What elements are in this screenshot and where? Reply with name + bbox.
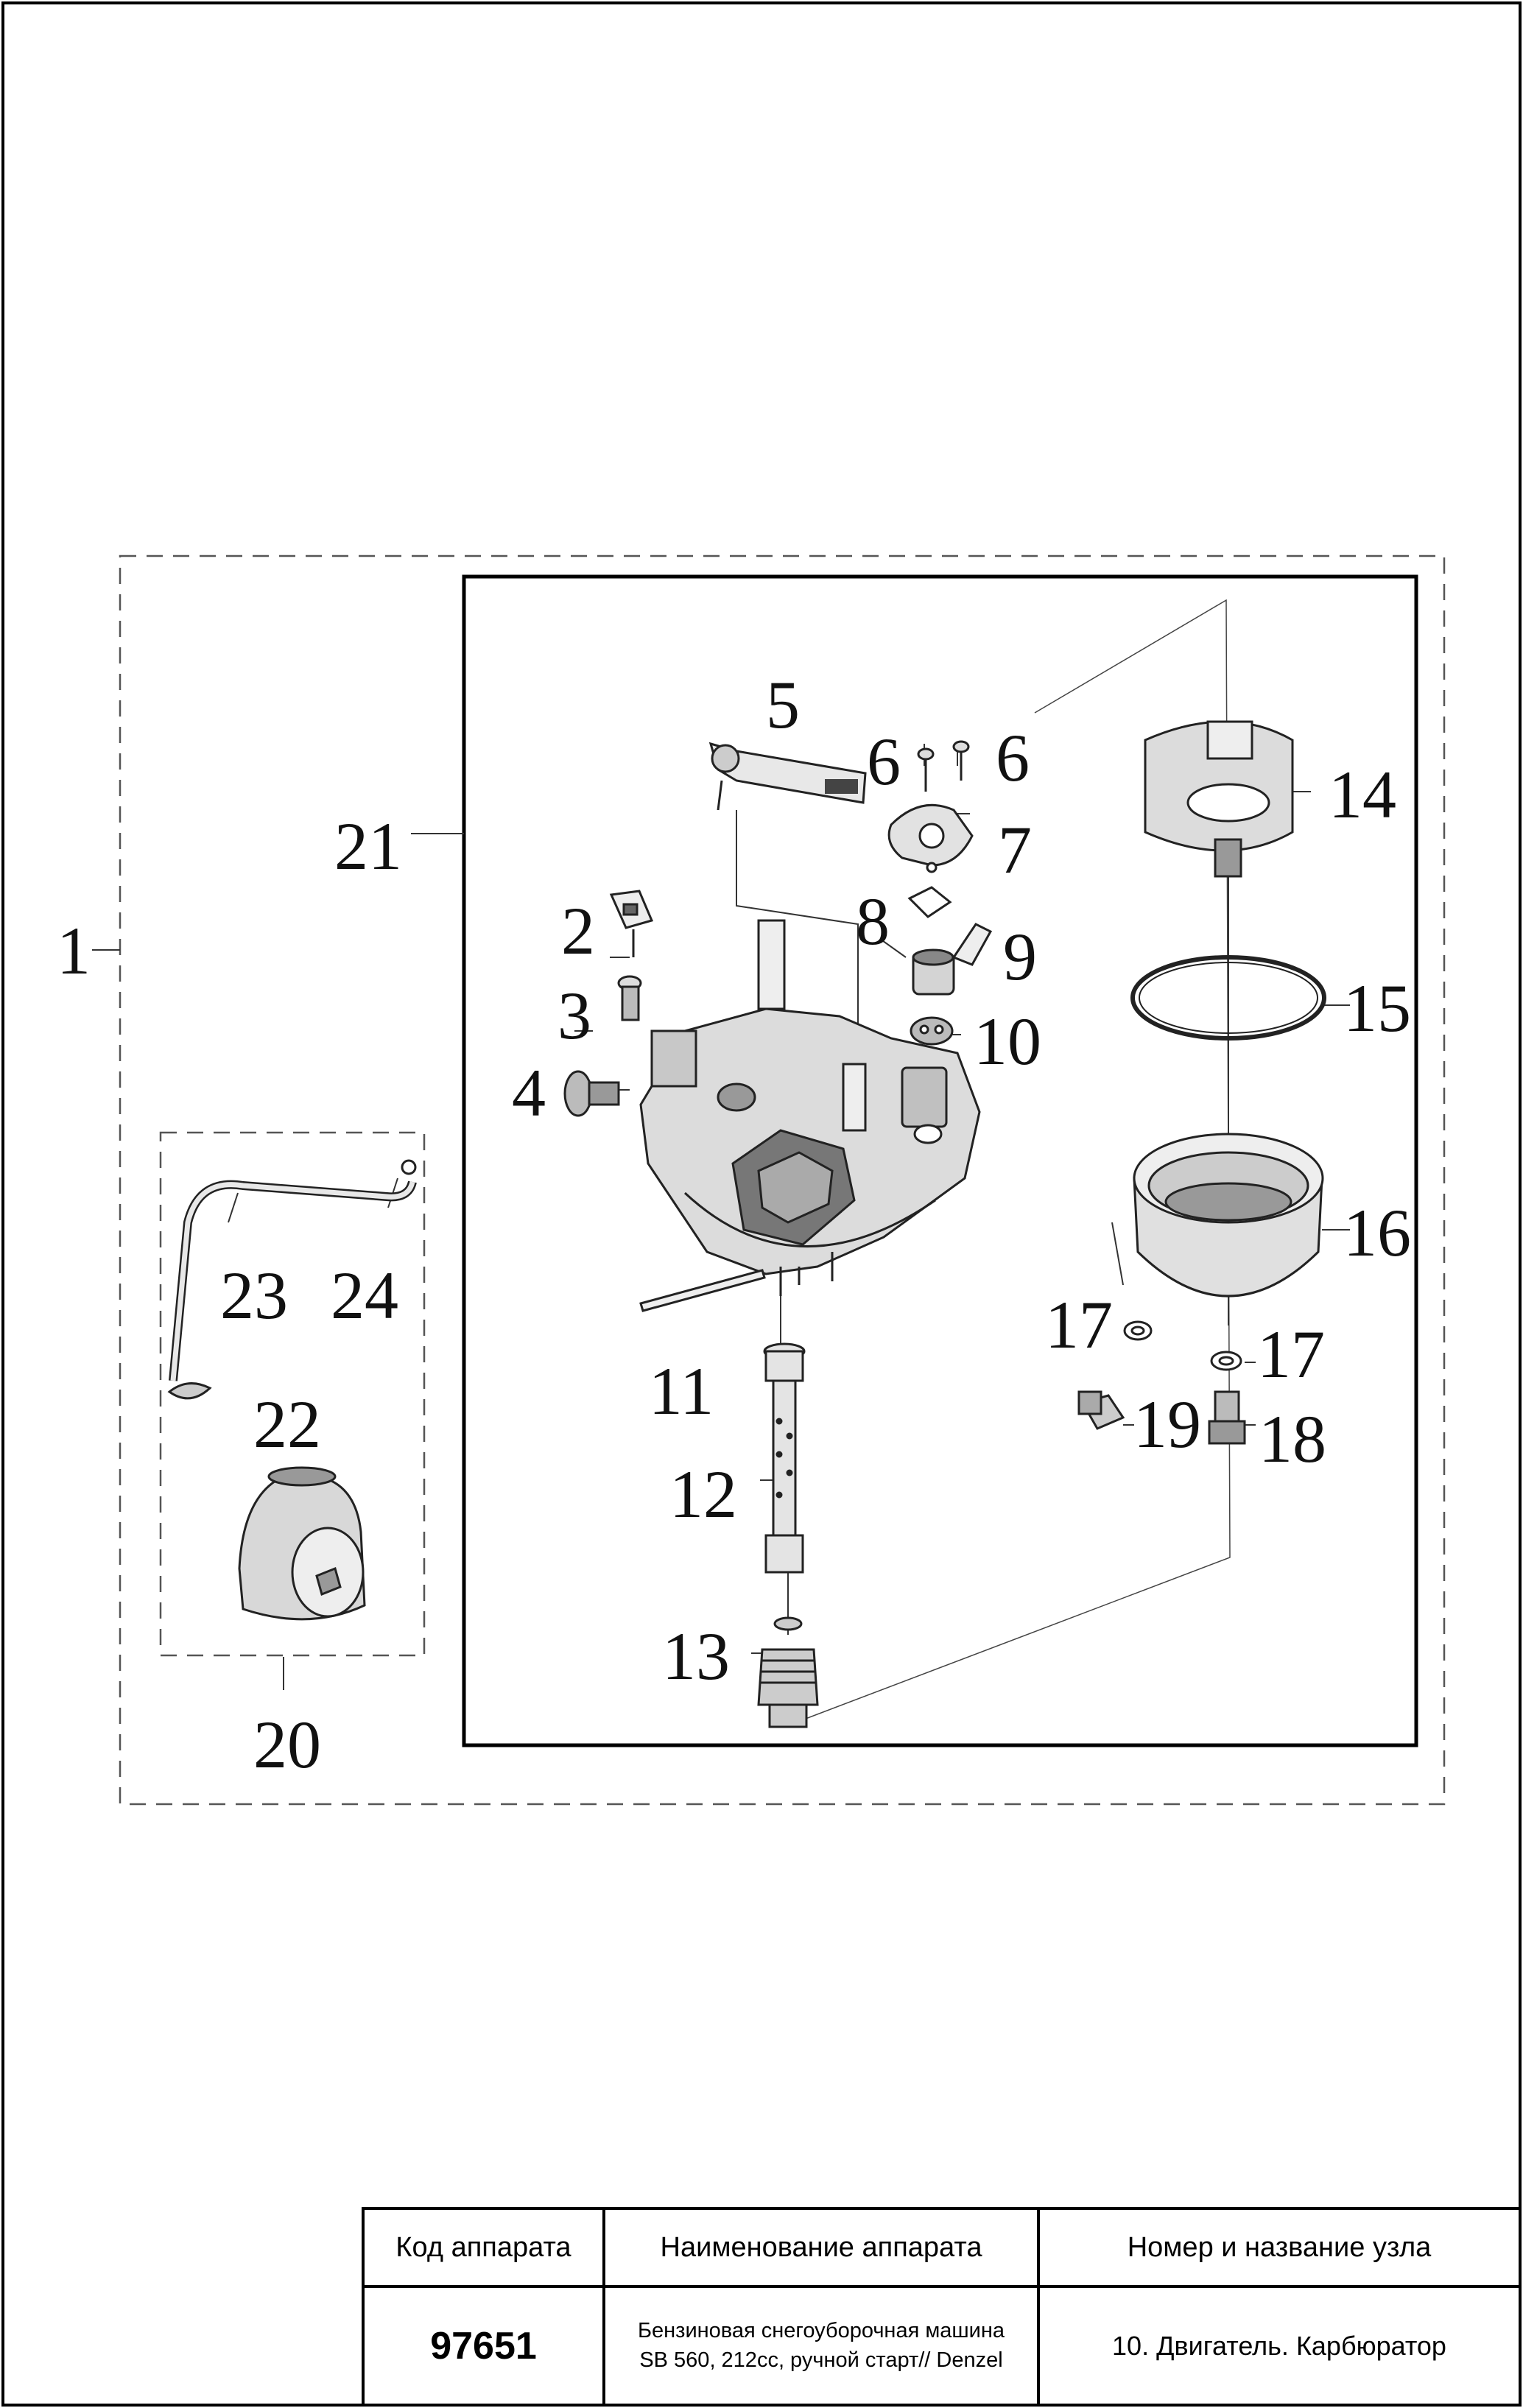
callout-19: 19 [1133,1387,1201,1462]
cover-plate [887,803,974,873]
main-jet [757,1616,819,1728]
callout-9: 9 [1003,919,1037,994]
callout-16: 16 [1343,1195,1411,1270]
value-name: Бензиновая снегоуборочная машина SB 560,… [604,2286,1038,2405]
idle-screw-parts [563,890,654,1117]
float-pin [639,1269,766,1312]
o-ring [1130,955,1326,1041]
value-name-line1: Бензиновая снегоуборочная машина [637,2319,1005,2343]
title-block-grid [362,2207,1522,2407]
callout-23: 23 [220,1258,288,1333]
header-name: Наименование аппарата [660,2231,982,2263]
header-node: Номер и название узла [1127,2231,1432,2263]
callout-6b: 6 [996,720,1030,795]
choke-lever [708,742,867,811]
assembly-frame-dashed [119,555,1446,1806]
fuel-valve-frame-dashed [159,1131,426,1657]
callout-10: 10 [974,1004,1041,1079]
callout-17b: 17 [1257,1317,1325,1392]
value-name-line2: SB 560, 212cc, ручной старт// Denzel [639,2348,1003,2372]
callout-5: 5 [766,667,800,742]
needle-valve-seat [912,923,993,996]
float [1144,720,1294,878]
value-node: 10. Двигатель. Карбюратор [1112,2330,1446,2361]
fuel-cap [238,1466,366,1621]
value-code: 97651 [430,2324,537,2367]
callout-17a: 17 [1045,1287,1113,1362]
callout-22: 22 [253,1387,321,1462]
emulsion-tube [763,1342,806,1574]
valve-disc [910,1016,954,1046]
callout-2: 2 [561,893,595,968]
callout-18: 18 [1259,1401,1326,1476]
callout-8: 8 [856,884,890,959]
drain-parts [1077,1320,1246,1445]
screws [917,740,970,792]
carburetor-body [639,919,981,1296]
header-code: Код аппарата [395,2231,571,2263]
callout-13: 13 [662,1619,730,1694]
callout-7: 7 [998,812,1032,887]
callout-14: 14 [1329,757,1396,832]
callout-24: 24 [331,1258,398,1333]
callout-11: 11 [649,1353,714,1429]
callout-21: 21 [334,809,402,884]
callout-3: 3 [558,978,591,1053]
callout-20: 20 [253,1707,321,1782]
callout-15: 15 [1343,971,1411,1046]
callout-6a: 6 [867,724,901,799]
carburetor-frame [462,574,1418,1747]
callout-4: 4 [512,1055,546,1130]
callout-numbers: 1 2 3 4 5 6 6 7 8 9 10 11 12 13 14 15 16… [57,667,1411,1782]
callout-12: 12 [669,1457,737,1532]
float-bowl [1133,1133,1324,1298]
callout-1: 1 [57,913,91,988]
fuel-hose [167,1159,417,1400]
gasket [907,886,952,918]
